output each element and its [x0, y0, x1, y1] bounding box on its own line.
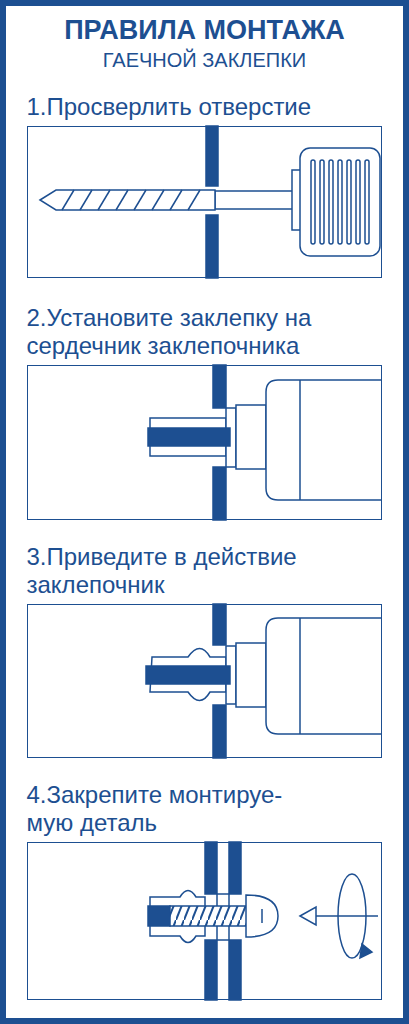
mandrel — [146, 666, 230, 684]
flute-stroke — [188, 190, 200, 210]
step-heading: 4.Закрепите монтируе- мую деталь — [27, 781, 327, 837]
poster-title: ПРАВИЛА МОНТАЖА — [0, 14, 409, 46]
mounted-part — [229, 842, 241, 894]
mandrel — [148, 428, 230, 446]
wall — [213, 365, 226, 408]
flute-stroke — [134, 190, 146, 210]
wall — [206, 215, 218, 278]
flute-stroke — [98, 190, 110, 210]
knurl-slot — [338, 160, 342, 244]
rotation-arrowhead — [360, 944, 372, 958]
step-panel: 4.Закрепите монтируе- мую деталь — [27, 842, 382, 1000]
wall — [213, 467, 226, 520]
squeeze-scene — [146, 604, 381, 758]
drill-scene — [40, 126, 380, 278]
riveter-body — [266, 618, 381, 734]
screwdriver-axis — [316, 915, 378, 917]
insert-scene — [148, 365, 381, 520]
tool-nose — [236, 643, 266, 707]
drill-bit — [40, 190, 215, 210]
knurl-slot — [320, 160, 324, 244]
step-panel: 2.Установите заклепку на сердечник закле… — [27, 365, 382, 520]
flute-stroke — [80, 190, 92, 210]
knurl-slot — [329, 160, 333, 244]
screw-slot — [261, 909, 263, 923]
wall — [213, 705, 226, 758]
screw-shank — [170, 906, 247, 926]
poster-subtitle: ГАЕЧНОЙ ЗАКЛЕПКИ — [0, 48, 409, 72]
knurl-slot — [311, 160, 315, 244]
step-heading: 2.Установите заклепку на сердечник закле… — [27, 304, 392, 360]
flute-stroke — [152, 190, 164, 210]
riveter-seam — [299, 618, 301, 734]
drill-chuck — [300, 148, 380, 256]
wall — [205, 940, 217, 1000]
riveter-body — [266, 380, 381, 500]
tool-nose — [236, 405, 266, 469]
chuck-knurl — [311, 160, 369, 244]
wall — [205, 842, 217, 894]
knurl-slot — [347, 160, 351, 244]
screw-head — [246, 895, 278, 937]
screwdriver-tip — [300, 907, 316, 925]
step-panel: 1.Просверлить отверстие — [27, 126, 382, 278]
flute-stroke — [116, 190, 128, 210]
step-heading: 1.Просверлить отверстие — [27, 93, 397, 121]
step-panel: 3.Приведите в действие заклепочник — [27, 604, 382, 758]
wall — [206, 126, 218, 186]
knurl-slot — [356, 160, 360, 244]
poster-frame — [3, 3, 406, 1021]
wall — [213, 604, 226, 645]
mounted-part — [229, 940, 241, 1000]
step-heading: 3.Приведите в действие заклепочник — [27, 543, 392, 599]
nut-thread — [148, 906, 170, 926]
knurl-slot — [365, 160, 369, 244]
drill-flutes — [62, 190, 200, 210]
riveter-seam — [299, 380, 301, 500]
fasten-scene — [148, 842, 378, 1000]
flute-stroke — [170, 190, 182, 210]
flute-stroke — [62, 190, 74, 210]
